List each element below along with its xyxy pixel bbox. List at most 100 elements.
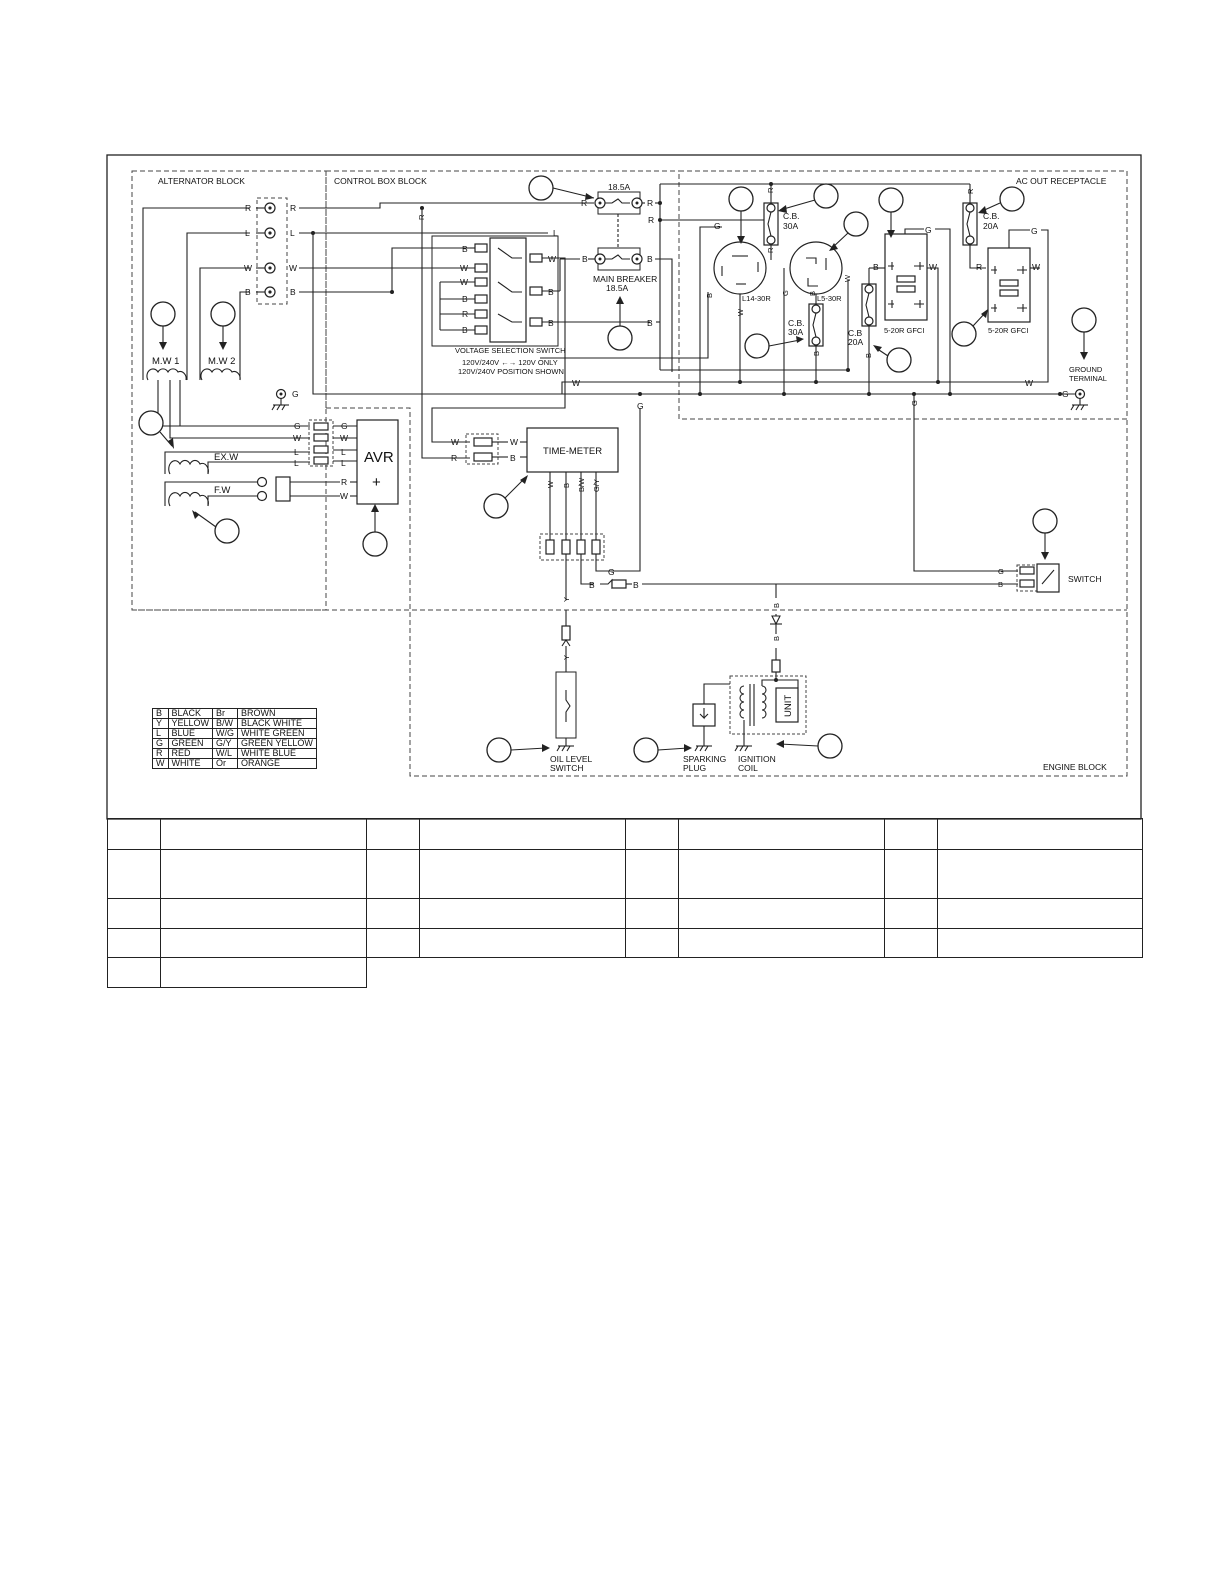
svg-text:G: G <box>998 567 1004 576</box>
voltage-selection-switch: VOLTAGE SELECTION SWITCH 120V/240V ←→ 12… <box>431 235 566 376</box>
svg-text:W: W <box>1032 262 1040 272</box>
circuit-breaker-30a-top: C.B. 30A <box>763 202 800 246</box>
svg-text:L: L <box>341 458 346 468</box>
svg-text:B: B <box>812 351 821 356</box>
svg-text:L: L <box>290 228 295 238</box>
svg-text:L: L <box>553 228 558 238</box>
engine-switch: SWITCH <box>1016 563 1102 593</box>
svg-text:B: B <box>998 580 1003 589</box>
svg-text:L: L <box>341 447 346 457</box>
legend-color: RED <box>167 748 214 759</box>
callout-markers <box>138 175 1097 763</box>
legend-color: BLUE <box>167 728 214 739</box>
svg-text:18.5A: 18.5A <box>606 283 629 293</box>
svg-text:B: B <box>548 287 554 297</box>
svg-text:B: B <box>647 318 653 328</box>
svg-text:B: B <box>633 580 639 590</box>
circuit-breaker-20a-left: C.B 20A <box>848 283 877 347</box>
svg-text:C.B: C.B <box>848 328 863 338</box>
alternator-connector <box>256 197 288 305</box>
svg-text:W: W <box>244 263 252 273</box>
legend-color: WHITE GREEN <box>237 728 317 739</box>
svg-text:VOLTAGE SELECTION SWITCH: VOLTAGE SELECTION SWITCH <box>455 346 566 355</box>
table-row <box>107 957 1143 988</box>
svg-text:120V/240V POSITION SHOWN: 120V/240V POSITION SHOWN <box>458 367 564 376</box>
svg-text:R: R <box>648 215 654 225</box>
svg-text:B: B <box>510 453 516 463</box>
alternator-block-title: ALTERNATOR BLOCK <box>158 176 245 186</box>
circuit-breaker-30a-lower: C.B. 30A <box>788 303 824 347</box>
svg-text:G: G <box>608 567 615 577</box>
legend-code: G/Y <box>212 738 239 749</box>
svg-text:R: R <box>245 203 251 213</box>
svg-text:AVR: AVR <box>364 449 394 466</box>
svg-text:W: W <box>293 433 301 443</box>
svg-text:20A: 20A <box>983 221 998 231</box>
ac-out-receptacle-title: AC OUT RECEPTACLE <box>1016 176 1107 186</box>
legend-code: Br <box>212 708 239 719</box>
svg-text:B: B <box>582 254 588 264</box>
svg-text:R: R <box>451 453 457 463</box>
circuit-breaker-20a-right: C.B. 20A <box>962 202 1000 246</box>
svg-text:R: R <box>290 203 296 213</box>
svg-text:W: W <box>340 491 348 501</box>
legend-color: YELLOW <box>167 718 214 729</box>
bus-junctions <box>638 182 1062 396</box>
svg-text:R: R <box>766 187 775 193</box>
svg-text:W: W <box>1025 378 1033 388</box>
avr-connector <box>308 419 334 467</box>
svg-text:B/W: B/W <box>577 477 586 492</box>
main-winding-1: M.W 1 <box>142 207 250 381</box>
svg-text:G: G <box>781 290 790 296</box>
svg-text:R: R <box>976 262 982 272</box>
svg-text:G/Y: G/Y <box>592 479 601 492</box>
svg-text:G: G <box>1031 226 1038 236</box>
table-row <box>107 898 1143 929</box>
main-breaker: MAIN BREAKER 18.5A <box>593 214 657 293</box>
legend-code: G <box>152 738 169 749</box>
legend-code: L <box>152 728 169 739</box>
svg-text:W: W <box>843 274 852 282</box>
block-outlines <box>131 170 1128 777</box>
svg-text:C.B.: C.B. <box>983 211 1000 221</box>
svg-text:W: W <box>510 437 518 447</box>
svg-text:5-20R GFCI: 5-20R GFCI <box>988 326 1028 335</box>
receptacle-gfci-1: 5-20R GFCI <box>884 233 928 335</box>
svg-text:G: G <box>637 401 644 411</box>
legend-code: Or <box>212 758 239 769</box>
svg-text:MAIN BREAKER: MAIN BREAKER <box>593 274 657 284</box>
svg-text:B: B <box>864 353 873 358</box>
svg-text:SWITCH: SWITCH <box>550 763 584 773</box>
svg-text:G: G <box>292 389 299 399</box>
svg-text:GROUND: GROUND <box>1069 365 1103 374</box>
svg-text:L: L <box>245 228 250 238</box>
table-row <box>107 818 1143 850</box>
svg-text:COIL: COIL <box>738 763 758 773</box>
ground-symbol-alternator: G <box>271 388 299 411</box>
legend-code: W/L <box>212 748 239 759</box>
svg-text:B: B <box>548 318 554 328</box>
svg-text:C.B.: C.B. <box>783 211 800 221</box>
time-meter: TIME-METER <box>526 427 619 473</box>
svg-text:L14-30R: L14-30R <box>742 294 771 303</box>
legend-code: Y <box>152 718 169 729</box>
control-box-block-title: CONTROL BOX BLOCK <box>334 176 427 186</box>
svg-text:B: B <box>589 580 595 590</box>
svg-text:W: W <box>929 262 937 272</box>
engine-block-title: ENGINE BLOCK <box>1043 762 1107 772</box>
svg-text:W: W <box>736 308 745 316</box>
legend-color: BLACK WHITE <box>237 718 317 729</box>
sparking-plug: SPARKING PLUG <box>683 703 726 773</box>
legend-color: ORANGE <box>237 758 317 769</box>
svg-text:R: R <box>647 198 653 208</box>
receptacle-gfci-2: 5-20R GFCI <box>987 247 1031 335</box>
svg-text:W: W <box>546 480 555 488</box>
ground-terminal: G GROUND TERMINAL <box>1062 365 1107 411</box>
svg-text:B: B <box>647 254 653 264</box>
svg-text:30A: 30A <box>783 221 798 231</box>
